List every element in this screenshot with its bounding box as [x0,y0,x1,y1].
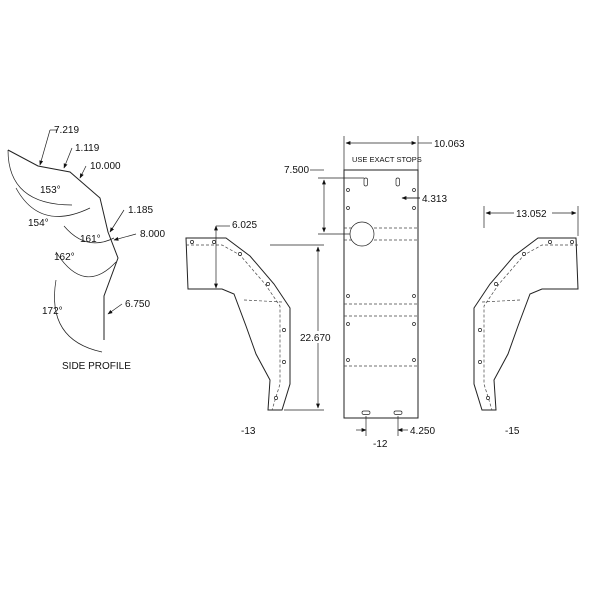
part-12-hole [346,188,350,192]
part-13-hole [282,360,286,364]
dim-6750: 6.750 [125,299,150,310]
dim-7219: 7.219 [54,125,79,136]
part-12-hole [346,206,350,210]
part-13-hole [266,282,270,286]
dim-22670: 22.670 [300,333,331,344]
part-15-hole [478,360,482,364]
dim-4250: 4.250 [410,426,435,437]
part-15-hole [548,240,552,244]
dim-1119: 1.119 [75,143,100,154]
dim-4313: 4.313 [422,194,447,205]
part-12-label: -12 [373,439,388,450]
part-12-hole [412,294,416,298]
dim-1185: 1.185 [128,205,153,216]
part-13-hole [238,252,242,256]
part-15-hole [494,282,498,286]
angle-arc-162 [55,251,117,278]
part-13-bendline-2 [243,299,283,303]
angle-153: 153° [40,185,61,196]
leader-1119 [63,147,73,169]
side-profile-title: SIDE PROFILE [62,361,131,372]
leader-1185 [109,209,125,233]
angle-arc-172 [54,279,103,353]
part-12-hole [412,188,416,192]
dim-13052: 13.052 [516,209,547,220]
part-12-hole [412,206,416,210]
angle-arc-154 [15,187,91,217]
angle-154: 154° [28,218,49,229]
angle-161: 161° [80,234,101,245]
part-12-hole [346,322,350,326]
dim-10000: 10.000 [90,161,121,172]
leader-10000 [79,165,87,179]
part-12-outline [343,169,419,419]
part-12-hole [412,358,416,362]
part-13-hole [190,240,194,244]
part-13-bendline-1 [186,244,281,411]
part-15-hole [570,240,574,244]
part-12-slot [363,177,368,187]
dim-7500: 7.500 [284,165,309,176]
part-12-view: 10.063 USE EXACT STOPS 7.500 4.313 4.250… [284,136,465,450]
part-12-slot [361,410,371,415]
part-12-large-hole [349,221,375,247]
part-13-outline [185,237,291,411]
part-12-slot [395,177,400,187]
part-12-hole [412,322,416,326]
part-12-slot [393,410,403,415]
dim-bg-22670 [298,331,338,343]
angle-172: 172° [42,306,63,317]
leader-8000 [113,233,137,241]
part-12-hole [346,294,350,298]
part-13-hole [274,396,278,400]
part-15-view: 13.052 -15 [473,206,579,437]
side-profile-outline [7,149,119,340]
angle-arc-153 [7,149,73,206]
part-15-label: -15 [505,426,520,437]
part-12-note: USE EXACT STOPS [352,155,422,164]
part-13-label: -13 [241,426,256,437]
dim-10063: 10.063 [434,139,465,150]
part-15-hole [486,396,490,400]
part-15-outline [473,237,579,411]
part-15-hole [478,328,482,332]
part-15-hole [522,252,526,256]
side-profile-view: 7.219 1.119 10.000 1.185 8.000 6.750 153… [7,125,165,372]
angle-162: 162° [54,252,75,263]
part-13-view: 6.025 22.670 -13 [185,220,338,437]
part-13-hole [212,240,216,244]
part-15-bendline-2 [481,299,521,303]
dim-8000: 8.000 [140,229,165,240]
part-12-hole [346,358,350,362]
part-13-hole [282,328,286,332]
angle-arc-161 [63,225,115,244]
part-15-bendline-1 [483,244,578,411]
leader-7219 [39,129,51,166]
leader-6750 [107,303,123,315]
dim-6025: 6.025 [232,220,257,231]
